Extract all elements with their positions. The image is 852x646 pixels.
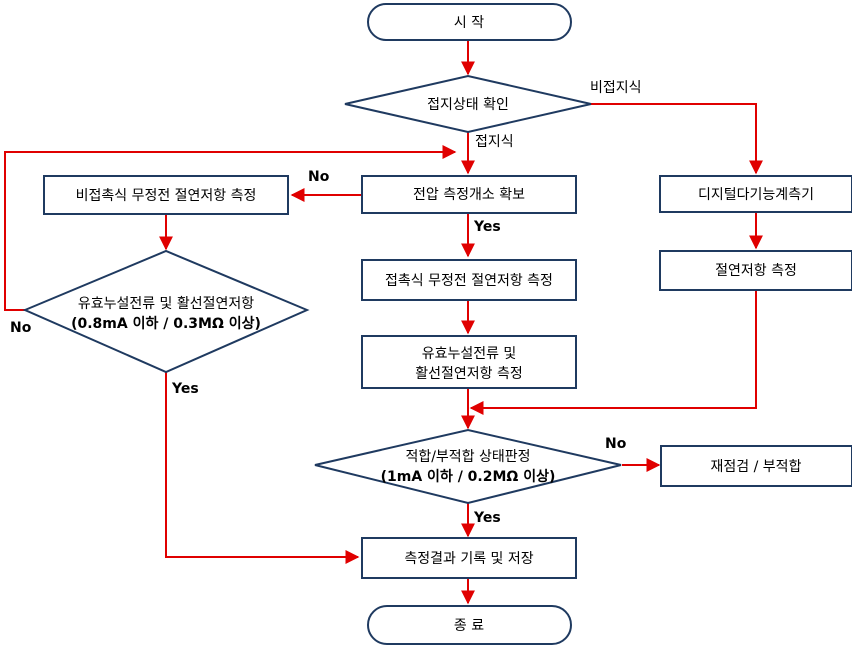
label-yes-bottom: Yes xyxy=(473,510,501,526)
edges xyxy=(4,40,763,605)
edge-check-to-digital xyxy=(590,103,763,175)
label-yes-left: Yes xyxy=(171,381,199,397)
edge-insulation-to-merge xyxy=(469,290,757,415)
left-decision-line2: (0.8mA 이하 / 0.3MΩ 이상) xyxy=(71,315,261,332)
start-label: 시 작 xyxy=(454,15,484,31)
edge-decision-no-loop xyxy=(4,145,457,311)
record-label: 측정결과 기록 및 저장 xyxy=(404,551,533,567)
label-yes-center-top: Yes xyxy=(473,219,501,235)
judge-decision: 적합/부적합 상태판정 (1mA 이하 / 0.2MΩ 이상) xyxy=(314,428,622,505)
edge-decision-yes-to-record xyxy=(165,372,360,564)
end-node: 종 료 xyxy=(367,605,572,645)
secure-point-box: 전압 측정개소 확보 xyxy=(361,175,577,214)
insulation-measure-box: 절연저항 측정 xyxy=(659,250,852,291)
contact-measure-box: 접촉식 무정전 절연저항 측정 xyxy=(361,259,577,301)
judge-line1: 적합/부적합 상태판정 xyxy=(405,449,530,465)
reinspect-label: 재점검 / 부적합 xyxy=(711,459,802,475)
judge-line2: (1mA 이하 / 0.2MΩ 이상) xyxy=(381,468,556,485)
label-no-right: No xyxy=(605,436,627,452)
contact-measure-label: 접촉식 무정전 절연저항 측정 xyxy=(385,273,553,289)
digital-meter-label: 디지털다기능계측기 xyxy=(698,187,814,203)
label-ground: 접지식 xyxy=(475,134,514,150)
digital-meter-box: 디지털다기능계측기 xyxy=(659,175,852,213)
secure-point-label: 전압 측정개소 확보 xyxy=(413,187,525,203)
start-node: 시 작 xyxy=(367,3,572,41)
effective-measure-box: 유효누설전류 및 활선절연저항 측정 xyxy=(361,335,577,389)
end-label: 종 료 xyxy=(454,618,484,634)
insulation-measure-label: 절연저항 측정 xyxy=(715,263,797,279)
label-no-left-top: No xyxy=(308,169,330,185)
left-decision: 유효누설전류 및 활선절연저항 (0.8mA 이하 / 0.3MΩ 이상) xyxy=(22,249,310,374)
record-box: 측정결과 기록 및 저장 xyxy=(361,537,577,579)
reinspect-box: 재점검 / 부적합 xyxy=(660,445,852,487)
noncontact-measure-label: 비접촉식 무정전 절연저항 측정 xyxy=(76,188,257,204)
noncontact-measure-box: 비접촉식 무정전 절연저항 측정 xyxy=(43,175,289,215)
label-no-left-loop: No xyxy=(10,320,32,336)
effective-line2: 활선절연저항 측정 xyxy=(415,366,523,382)
check-ground-label: 접지상태 확인 xyxy=(427,97,509,113)
left-decision-line1: 유효누설전류 및 활선절연저항 xyxy=(78,296,254,312)
effective-line1: 유효누설전류 및 xyxy=(422,346,517,362)
label-nonground: 비접지식 xyxy=(590,80,642,96)
check-ground-decision: 접지상태 확인 xyxy=(344,74,592,134)
